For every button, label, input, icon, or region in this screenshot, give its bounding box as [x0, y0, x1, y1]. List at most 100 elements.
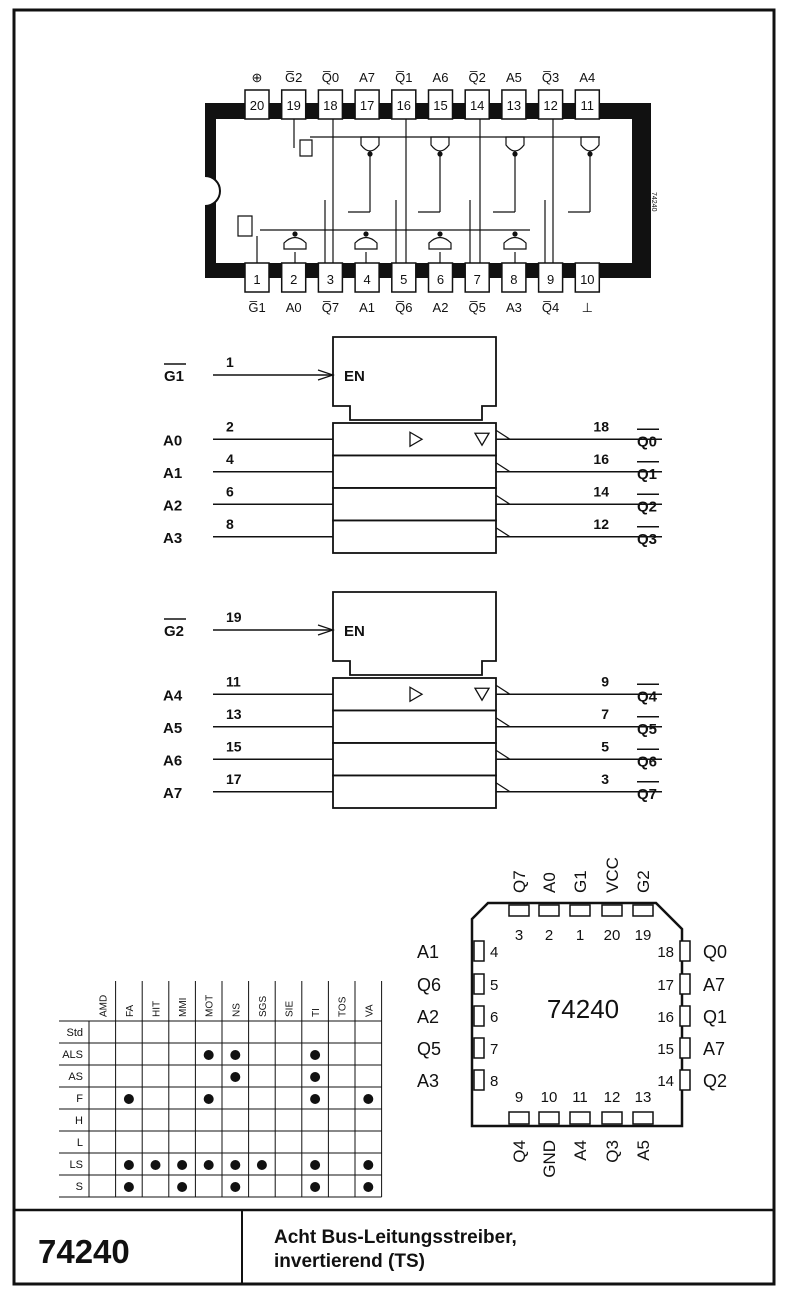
- matrix-column-header: SGS: [258, 996, 269, 1017]
- plcc-pin-10: [538, 1111, 560, 1125]
- dip-pin-13: [501, 89, 527, 120]
- enable-pin-number: 1: [226, 354, 234, 370]
- dip-bottom-label: Q̅5: [469, 300, 486, 315]
- dip-pin-number: 13: [507, 98, 521, 113]
- dip-bottom-label: Q̅7: [322, 300, 339, 315]
- dip-buffer-lower: [503, 236, 527, 250]
- plcc-pin-number: 13: [635, 1089, 652, 1106]
- plcc-pin-16: [679, 1005, 691, 1027]
- dip-pin-number: 10: [580, 272, 594, 287]
- matrix-dot: [230, 1072, 241, 1082]
- dip-pin-number: 19: [286, 98, 300, 113]
- dip-pin-number: 16: [397, 98, 411, 113]
- matrix-dot: [123, 1094, 134, 1104]
- dip-pin-2: [280, 262, 307, 293]
- plcc-pin-number: 7: [490, 1041, 498, 1058]
- plcc-pin-number: 6: [490, 1009, 498, 1026]
- plcc-pin-number: 8: [490, 1073, 498, 1090]
- matrix-dot: [310, 1072, 321, 1082]
- plcc-pin-20: [601, 904, 623, 917]
- plcc-pin-14: [679, 1069, 691, 1091]
- dip-top-label: Q̅0: [322, 70, 339, 85]
- output-label: Q1: [637, 466, 657, 483]
- matrix-dot: [363, 1182, 374, 1192]
- footer-part-number: 74240: [38, 1233, 130, 1270]
- plcc-pin-12: [601, 1111, 623, 1125]
- input-pin-number: 2: [226, 418, 234, 434]
- dip-top-label: A4: [579, 70, 595, 85]
- matrix-row-label: L: [77, 1137, 83, 1149]
- footer-title-line1: Acht Bus-Leitungsstreiber,: [274, 1227, 517, 1248]
- plcc-pin-number: 9: [515, 1089, 523, 1106]
- plcc-pin-number: 18: [657, 944, 674, 961]
- matrix-column-header: SIE: [285, 1001, 296, 1017]
- plcc-left-label: A3: [417, 1071, 439, 1091]
- dip-buffer-lower: [428, 236, 452, 250]
- output-label: Q4: [637, 688, 658, 705]
- plcc-pin-13: [632, 1111, 654, 1125]
- dip-pin-number: 6: [437, 272, 444, 287]
- input-label: A7: [163, 785, 182, 802]
- plcc-top-label: Q7: [510, 870, 529, 893]
- plcc-pin-number: 5: [490, 977, 498, 994]
- en-text: EN: [344, 368, 365, 385]
- dip-pin-15: [427, 89, 454, 120]
- plcc-pin-1: [569, 904, 591, 917]
- plcc-right-label: Q1: [703, 1007, 727, 1027]
- plcc-top-label: G2: [634, 870, 653, 893]
- matrix-column-header: MMI: [178, 998, 189, 1017]
- dip-pin-number: 12: [543, 98, 557, 113]
- plcc-bottom-label: GND: [540, 1140, 559, 1178]
- plcc-right-label: Q2: [703, 1071, 727, 1091]
- matrix-dot: [363, 1094, 374, 1104]
- plcc-pin-number: 4: [490, 944, 498, 961]
- input-pin-number: 8: [226, 516, 234, 532]
- dip-top-label: A7: [359, 70, 375, 85]
- input-pin-number: 15: [226, 738, 242, 754]
- matrix-dot: [177, 1160, 188, 1170]
- dip-pin-11: [574, 89, 601, 120]
- matrix-dot: [310, 1050, 321, 1060]
- enable-block: [332, 336, 497, 421]
- matrix-row-label: Std: [66, 1027, 83, 1039]
- tristate-symbol: [473, 432, 491, 447]
- dip-bottom-label: A0: [286, 300, 302, 315]
- plcc-left-label: Q6: [417, 975, 441, 995]
- plcc-pin-number: 16: [657, 1009, 674, 1026]
- channel-box: [332, 709, 497, 744]
- dip-pin-number: 2: [290, 272, 297, 287]
- plcc-pin-number: 3: [515, 927, 523, 944]
- dip-top-label: Q̅1: [395, 70, 412, 85]
- output-pin-number: 7: [601, 706, 609, 722]
- matrix-dot: [310, 1160, 321, 1170]
- buffer-symbol: [409, 686, 424, 703]
- input-label: A1: [163, 465, 182, 482]
- dip-pin-number: 3: [327, 272, 334, 287]
- dip-bottom-label: A2: [433, 300, 449, 315]
- plcc-pin-5: [473, 973, 485, 995]
- matrix-dot: [203, 1094, 214, 1104]
- dip-top-label: ⊕: [252, 70, 263, 85]
- plcc-top-label: VCC: [603, 857, 622, 893]
- output-pin-number: 5: [601, 738, 609, 754]
- enable-label: G2: [164, 623, 184, 640]
- matrix-column-header: NS: [231, 1003, 242, 1017]
- plcc-pin-number: 2: [545, 927, 553, 944]
- plcc-top-label: G1: [571, 870, 590, 893]
- output-label: Q2: [637, 498, 657, 515]
- plcc-pin-15: [679, 1037, 691, 1059]
- plcc-pin-number: 19: [635, 927, 652, 944]
- matrix-dot: [230, 1182, 241, 1192]
- plcc-package-body: [470, 901, 684, 1128]
- plcc-pin-number: 10: [541, 1089, 558, 1106]
- output-label: Q3: [637, 531, 657, 548]
- plcc-pin-number: 11: [572, 1089, 588, 1106]
- plcc-pin-18: [679, 940, 691, 962]
- dip-pin-number: 15: [433, 98, 447, 113]
- dip-pin-number: 11: [581, 98, 595, 113]
- input-label: A2: [163, 497, 182, 514]
- dip-pin-number: 4: [363, 272, 370, 287]
